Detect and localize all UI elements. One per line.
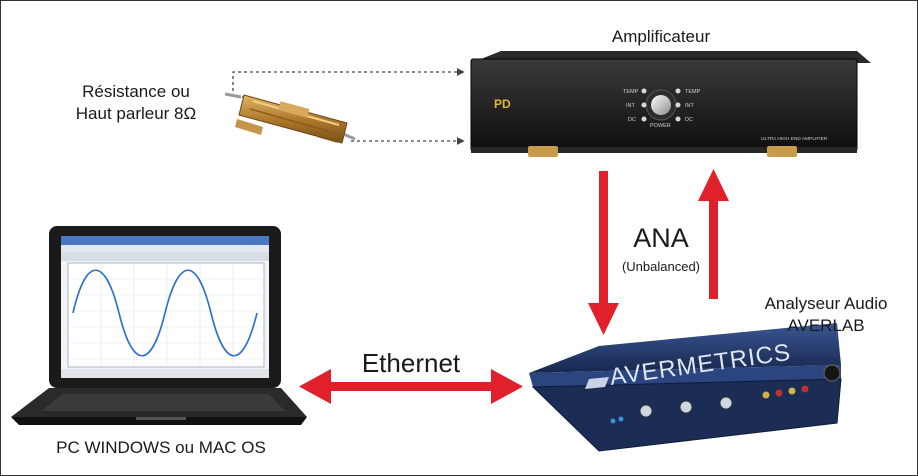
speaker-wire-top bbox=[232, 68, 465, 98]
amp-model-text: ULTRA HIGH END AMPLIFIER bbox=[761, 136, 828, 142]
analog-sublabel: (Unbalanced) bbox=[621, 259, 701, 274]
load-resistor-image bbox=[224, 92, 356, 144]
analog-input-arrow bbox=[698, 169, 729, 299]
computer-label: PC WINDOWS ou MAC OS bbox=[56, 438, 266, 457]
amp-indicator-left-0: TEMP bbox=[623, 89, 639, 95]
analyzer-label-line1: Analyseur Audio bbox=[764, 294, 888, 313]
audio-analyzer-image bbox=[529, 323, 842, 452]
load-label-line2: Haut parleur 8Ω bbox=[75, 104, 197, 123]
ethernet-label: Ethernet bbox=[361, 348, 461, 378]
amp-indicator-right-2: DC bbox=[685, 117, 693, 123]
laptop-image bbox=[11, 226, 307, 425]
amplifier-label: Amplificateur bbox=[611, 27, 711, 46]
analyzer-label: Analyseur Audio AVERLAB bbox=[741, 293, 911, 337]
ethernet-arrow bbox=[299, 369, 523, 404]
analog-label: ANA bbox=[633, 223, 689, 253]
analyzer-label-line2: AVERLAB bbox=[787, 316, 865, 335]
amplifier-logo: PD bbox=[494, 97, 511, 111]
amp-indicator-right-0: TEMP bbox=[685, 89, 701, 95]
analog-output-arrow bbox=[588, 171, 619, 335]
amp-indicator-right-1: INT bbox=[685, 103, 695, 109]
load-label-line1: Résistance ou bbox=[82, 82, 190, 101]
amp-power-label: POWER bbox=[650, 123, 671, 129]
amp-indicator-left-2: DC bbox=[628, 117, 636, 123]
amp-indicator-left-1: INT bbox=[626, 103, 636, 109]
load-label: Résistance ou Haut parleur 8Ω bbox=[41, 81, 231, 125]
amplifier-image bbox=[470, 51, 871, 157]
